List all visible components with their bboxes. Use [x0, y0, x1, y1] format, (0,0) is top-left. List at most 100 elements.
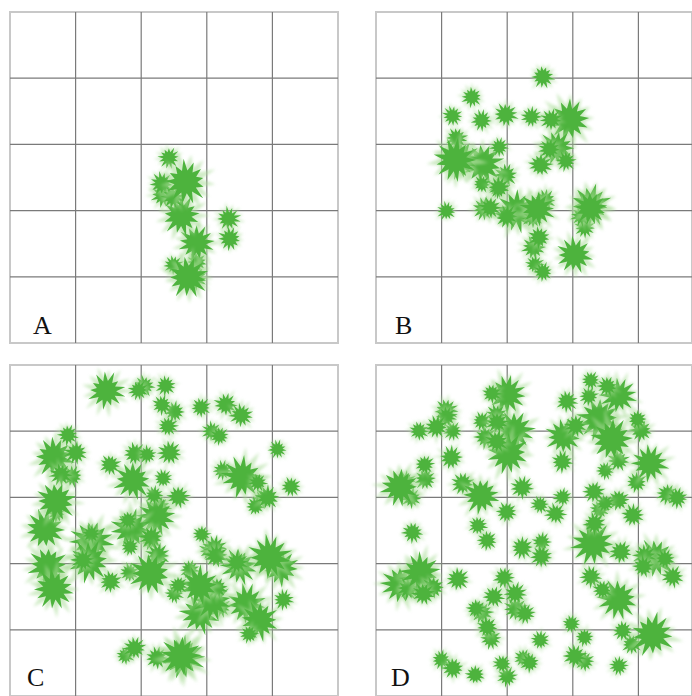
star-glow: [165, 571, 190, 598]
panel-frame: [10, 12, 338, 343]
star-glow: [481, 424, 535, 483]
panel-frame: [376, 365, 692, 696]
star-glow: [552, 231, 595, 279]
colony-star: [521, 106, 543, 127]
colony-star: [552, 450, 574, 474]
star-glow: [190, 523, 214, 547]
colony-star: [477, 531, 497, 552]
colony-star: [592, 581, 611, 599]
colony-star: [613, 620, 632, 641]
star-glow: [564, 181, 616, 232]
star-glow: [554, 147, 581, 174]
colony-star: [668, 487, 687, 510]
colony-star: [162, 637, 202, 676]
star-glow: [221, 547, 252, 580]
grid-line: [376, 276, 692, 277]
colony-star: [461, 87, 480, 109]
colony-star: [520, 652, 539, 673]
colony-star: [478, 197, 501, 219]
colony-star: [248, 474, 268, 492]
star-glow: [579, 509, 607, 537]
colony-star: [281, 477, 301, 497]
star-glow: [151, 465, 176, 492]
star-glow: [125, 376, 152, 404]
colony-star: [582, 482, 605, 503]
colony-star: [464, 665, 484, 683]
colony-star: [492, 655, 510, 673]
star-glow: [153, 435, 186, 469]
colony-star: [88, 371, 125, 409]
panel-letter: A: [30, 312, 55, 340]
star-glow: [536, 105, 566, 135]
colony-star: [57, 425, 79, 447]
star-glow: [530, 63, 558, 89]
star-glow: [119, 634, 150, 663]
colony-star: [170, 257, 208, 297]
colony-star: [426, 415, 448, 438]
colony-star: [34, 567, 74, 609]
colony-star: [533, 262, 552, 282]
colony-star: [71, 550, 94, 572]
colony-star: [575, 193, 607, 225]
colony-star: [209, 427, 229, 446]
colony-star: [441, 658, 463, 679]
star-glow: [159, 247, 213, 304]
panel-frame: [376, 12, 692, 343]
star-glow: [561, 641, 592, 670]
colony-star: [226, 550, 248, 575]
colony-star: [434, 137, 476, 182]
star-glow: [245, 471, 271, 497]
colony-star: [437, 201, 455, 220]
colony-star: [122, 637, 146, 659]
colony-star: [118, 512, 136, 529]
colony-star: [154, 469, 172, 487]
colony-star: [661, 565, 684, 589]
star-glow: [569, 186, 617, 232]
star-glow: [581, 476, 608, 505]
colony-star: [440, 445, 463, 470]
colony-star: [563, 415, 586, 438]
colony-star: [157, 147, 178, 168]
colony-star: [510, 475, 534, 500]
star-glow: [552, 387, 581, 418]
colony-star: [495, 103, 519, 126]
star-glow: [148, 391, 177, 418]
colony-star: [609, 541, 631, 564]
colony-star: [482, 384, 503, 404]
star-glow: [434, 198, 459, 222]
star-glow: [548, 448, 577, 475]
colony-star: [629, 410, 647, 430]
colony-star: [656, 549, 675, 569]
colony-star: [416, 456, 436, 476]
panel-letter: C: [24, 664, 47, 692]
grid-panels: [10, 12, 692, 696]
colony-star: [486, 413, 510, 434]
star-glow: [160, 151, 216, 210]
grid-line: [638, 12, 639, 343]
star-glow: [266, 438, 291, 460]
colony-star: [632, 612, 672, 656]
star-glow: [627, 551, 659, 581]
grid-line: [206, 12, 207, 343]
colony-star: [557, 391, 579, 414]
star-glow: [136, 441, 160, 468]
panel-letter: D: [388, 664, 413, 692]
colony-star: [130, 554, 168, 593]
colony-star: [157, 441, 182, 464]
colony-star: [530, 545, 552, 568]
star-glow: [474, 528, 501, 552]
star-glow: [561, 412, 591, 442]
colony-star: [489, 137, 509, 157]
star-glow: [618, 500, 648, 529]
colony-star: [239, 626, 259, 644]
colony-star: [159, 417, 179, 436]
colony-star: [380, 469, 417, 507]
star-glow: [407, 577, 440, 608]
colony-star: [139, 444, 157, 464]
grid-line: [10, 78, 338, 79]
grid-line: [441, 12, 442, 343]
star-glow: [371, 462, 427, 510]
panel-frame: [10, 365, 338, 696]
star-glow: [117, 533, 141, 558]
star-glow: [472, 611, 502, 642]
